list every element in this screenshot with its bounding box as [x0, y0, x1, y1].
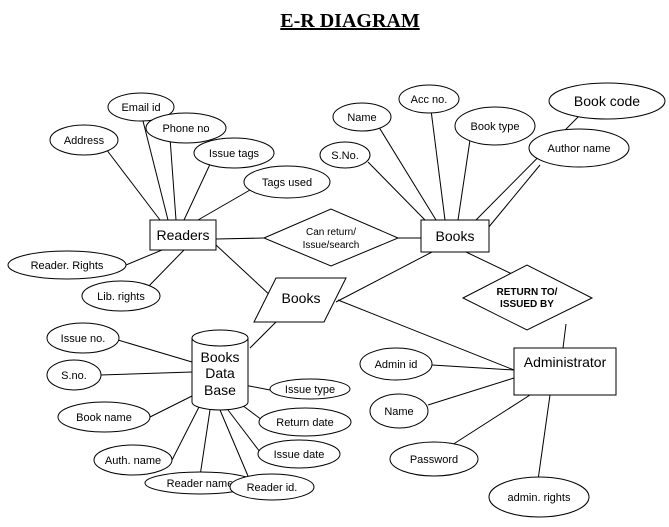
entity-readers-label: Readers — [157, 227, 210, 243]
attr-issue-type: Issue type — [285, 384, 335, 396]
entity-readers: Readers — [149, 219, 217, 251]
database-label-line-3: Base — [204, 382, 236, 398]
relationship-can-return: Can return/ Issue/search — [262, 208, 400, 267]
attr-acc-no: Acc no. — [411, 94, 448, 106]
readers-attributes: Address Email id Phone no Issue tags Tag… — [7, 92, 331, 312]
attr-db-book-name: Book name — [76, 412, 132, 424]
attr-auth-name: Auth. name — [105, 455, 161, 467]
attr-issue-tags: Issue tags — [209, 148, 260, 160]
relationship-return-to: RETURN TO/ ISSUED BY — [461, 264, 594, 331]
attr-tags-used: Tags used — [262, 177, 312, 189]
attr-lib-rights: Lib. rights — [97, 291, 145, 303]
attr-admin-id: Admin id — [375, 359, 418, 371]
relationship-return-to-line-1: RETURN TO/ — [497, 287, 558, 298]
attr-reader-rights: Reader. Rights — [31, 260, 104, 272]
diagram-title: E-R DIAGRAM — [280, 10, 420, 32]
admin-attributes: Admin id Name Password admin. rights — [359, 347, 590, 518]
entity-books-label: Books — [436, 228, 475, 244]
attr-author-name: Author name — [548, 143, 611, 155]
relationship-can-return-line-1: Can return/ — [306, 227, 356, 238]
database-attributes: Issue no. S.no. Book name Auth. name Rea… — [46, 322, 352, 501]
io-books-label: Books — [282, 290, 321, 306]
attr-return-date: Return date — [276, 417, 333, 429]
books-attributes: Name Acc no. Book type Book code S.No. A… — [319, 82, 666, 169]
entity-administrator-label: Administrator — [524, 354, 607, 370]
attr-book-type: Book type — [471, 121, 520, 133]
attr-address: Address — [64, 135, 105, 147]
attr-book-name: Name — [347, 112, 376, 124]
attr-email-id: Email id — [121, 102, 160, 114]
attr-phone-no: Phone no — [162, 123, 209, 135]
attr-password: Password — [410, 454, 458, 466]
attr-admin-name: Name — [384, 406, 413, 418]
attr-db-s-no: S.no. — [61, 370, 87, 382]
attr-issue-date: Issue date — [274, 449, 325, 461]
attr-admin-rights: admin. rights — [508, 492, 571, 504]
attr-book-code: Book code — [574, 93, 640, 109]
database-label-line-2: Data — [205, 365, 235, 381]
io-books: Books — [253, 277, 347, 323]
database-label-line-1: Books — [201, 349, 240, 365]
database-cylinder: Books Data Base — [191, 329, 249, 411]
relationship-can-return-line-2: Issue/search — [303, 240, 360, 251]
entity-administrator: Administrator — [513, 347, 617, 396]
relationship-return-to-line-2: ISSUED BY — [500, 299, 554, 310]
entity-books: Books — [420, 219, 490, 253]
attr-issue-no: Issue no. — [61, 333, 106, 345]
attr-reader-id: Reader id. — [247, 482, 298, 494]
connector-lines — [99, 109, 581, 481]
attr-s-no: S.No. — [331, 150, 359, 162]
attr-reader-name: Reader name — [167, 478, 234, 490]
